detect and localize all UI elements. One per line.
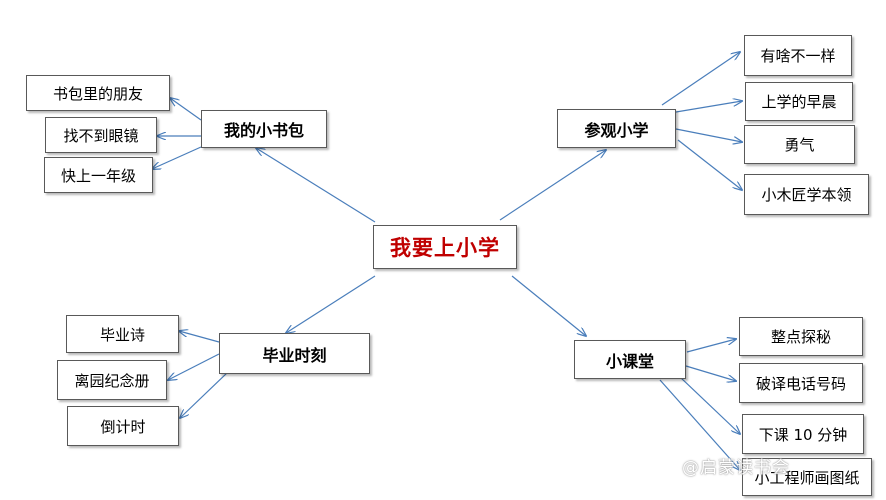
- leaf-visit-3[interactable]: 勇气: [744, 125, 855, 164]
- leaf-visit-2[interactable]: 上学的早晨: [745, 82, 853, 121]
- watermark: @启蒙读书会: [682, 458, 790, 478]
- branch-my-schoolbag[interactable]: 我的小书包: [201, 110, 327, 148]
- leaf-class-4[interactable]: 小工程师画图纸: [742, 458, 872, 496]
- arrow-class-item-1: [686, 339, 736, 353]
- arrow-bag-item-1: [170, 98, 202, 121]
- arrow-class-item-2: [685, 365, 736, 381]
- branch-visit-school[interactable]: 参观小学: [557, 109, 676, 148]
- arrow-visit-item-1: [661, 52, 740, 106]
- arrow-class-item-4: [659, 379, 740, 470]
- arrow-center-to-bag: [256, 148, 376, 223]
- leaf-bag-2[interactable]: 找不到眼镜: [45, 117, 157, 153]
- arrow-visit-item-2: [675, 101, 742, 113]
- arrow-center-to-classroom: [511, 275, 586, 336]
- leaf-grad-3[interactable]: 倒计时: [67, 406, 179, 446]
- arrow-visit-item-3: [675, 128, 742, 142]
- leaf-class-2[interactable]: 破译电话号码: [739, 363, 863, 403]
- arrow-grad-item-3: [180, 371, 229, 418]
- branch-graduation[interactable]: 毕业时刻: [219, 333, 370, 374]
- branch-classroom[interactable]: 小课堂: [574, 340, 686, 379]
- leaf-bag-3[interactable]: 快上一年级: [44, 157, 153, 193]
- arrow-grad-item-1: [179, 331, 220, 343]
- arrow-class-item-3: [679, 376, 740, 434]
- arrow-visit-item-4: [677, 139, 742, 190]
- arrow-grad-item-2: [168, 353, 220, 380]
- center-node[interactable]: 我要上小学: [373, 225, 517, 269]
- leaf-grad-1[interactable]: 毕业诗: [66, 315, 179, 353]
- leaf-bag-1[interactable]: 书包里的朋友: [26, 75, 170, 111]
- leaf-visit-1[interactable]: 有啥不一样: [744, 35, 852, 76]
- arrow-center-to-graduation: [286, 275, 376, 333]
- leaf-class-3[interactable]: 下课 10 分钟: [742, 414, 864, 454]
- leaf-class-1[interactable]: 整点探秘: [739, 317, 863, 356]
- arrow-bag-item-3: [152, 146, 202, 169]
- arrow-center-to-visit: [499, 150, 606, 221]
- leaf-visit-4[interactable]: 小木匠学本领: [744, 174, 869, 215]
- leaf-grad-2[interactable]: 离园纪念册: [57, 360, 167, 400]
